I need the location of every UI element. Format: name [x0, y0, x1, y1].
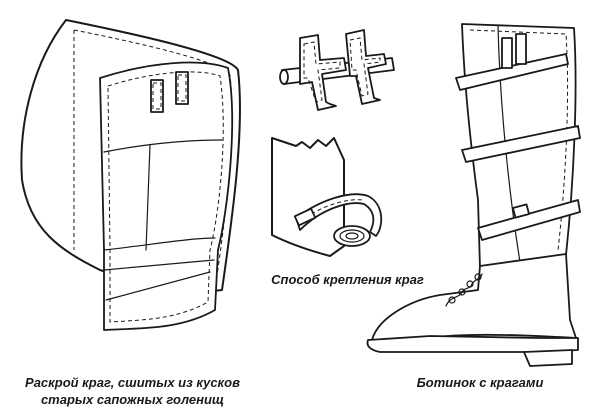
caption-fastening-method: Способ крепления краг	[271, 272, 424, 287]
caption-gaiter-pattern: Раскрой краг, сшитых из кусков старых са…	[10, 374, 255, 408]
caption-gaiter-pattern-line-2: старых сапожных голенищ	[40, 392, 225, 407]
buckle-lower	[512, 203, 530, 219]
caption-boot-with-gaiters: Ботинок с крагами	[416, 375, 544, 390]
boot-figure	[366, 23, 581, 367]
boot-sole	[366, 335, 579, 353]
strap-middle	[461, 125, 581, 163]
bracket-right	[345, 29, 387, 105]
caption-gaiter-pattern-line-1: Раскрой краг, сшитых из кусков	[25, 375, 240, 390]
fastening-figure	[271, 29, 395, 257]
bracket-left	[299, 34, 347, 111]
strap-slot-left	[150, 79, 164, 113]
strap-top	[455, 53, 569, 91]
gaiter-front-stitch	[107, 71, 224, 323]
buckle-top-2	[515, 33, 527, 65]
strap-lower	[477, 199, 581, 241]
lace-eyelets	[445, 273, 483, 307]
gaiter-seam-5	[105, 271, 211, 301]
buckle-top-1	[501, 37, 513, 69]
gaiter-pattern-figure	[20, 19, 241, 331]
gaiter-seam-4	[103, 259, 215, 271]
gaiter-seam-2	[145, 144, 151, 251]
gaiter-seam-1	[103, 139, 223, 153]
gaiter-seam-3	[103, 237, 216, 251]
torn-leather-piece	[271, 137, 345, 257]
gaiter-front-piece	[99, 61, 234, 331]
boot-upper	[371, 253, 577, 341]
strap-coil	[333, 225, 371, 247]
boot-heel	[523, 349, 573, 367]
strap-slot-right	[175, 71, 189, 105]
gaiter-back-piece	[20, 19, 241, 296]
